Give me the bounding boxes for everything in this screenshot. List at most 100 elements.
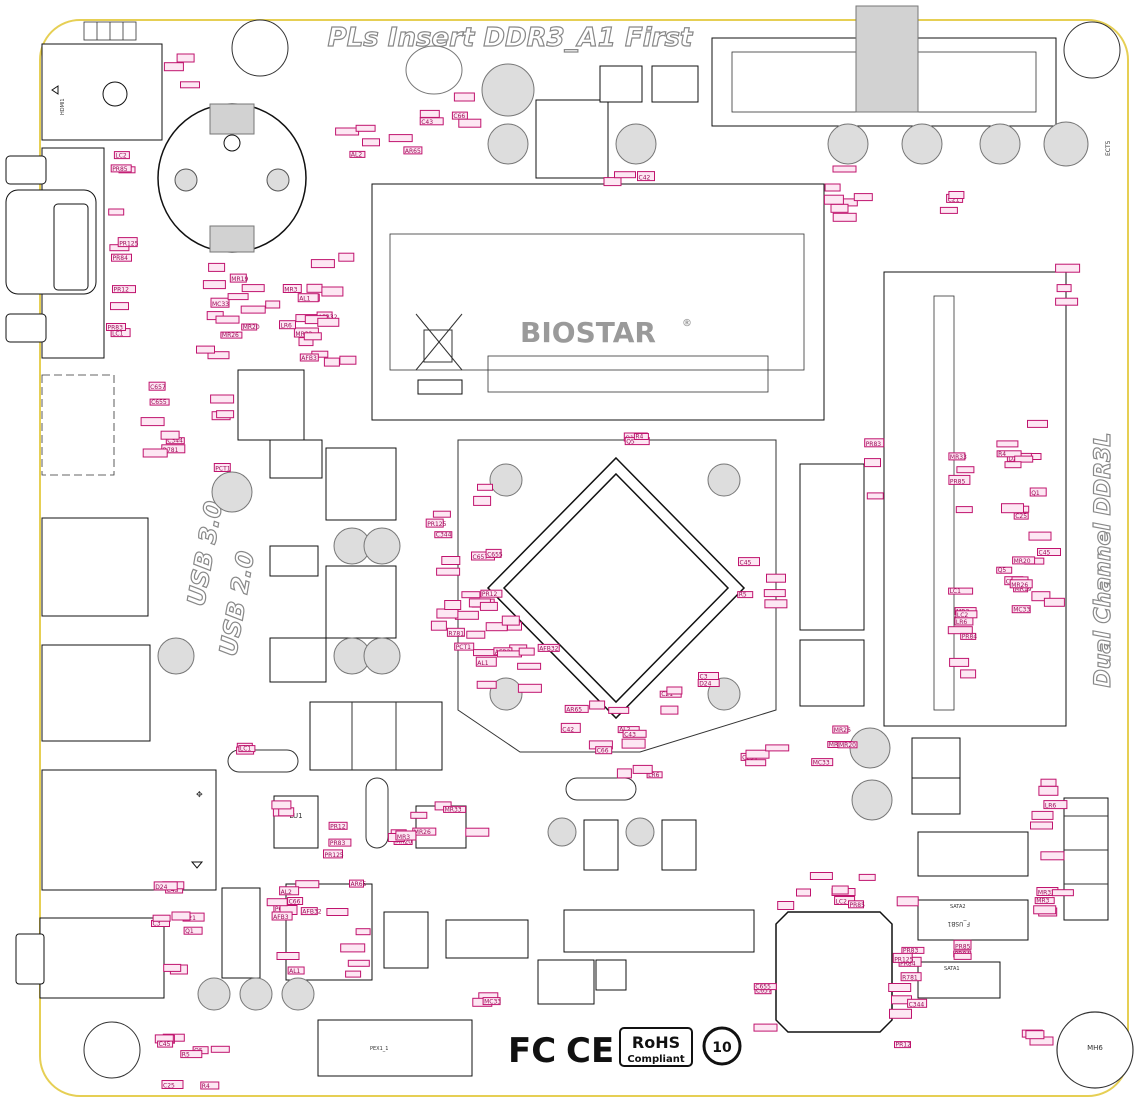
- smd-pad: [479, 601, 498, 611]
- smd-pad: [465, 827, 490, 837]
- component-ref-label: C657: [756, 988, 772, 995]
- component-ref-label: LR6: [648, 772, 660, 779]
- smd-pad: [160, 430, 180, 440]
- component-ref-label: MR33: [1038, 890, 1055, 897]
- smd-pad: [287, 966, 305, 975]
- smd-pad: [1001, 503, 1024, 514]
- smd-pad: [210, 394, 235, 404]
- component-ref-label: C45: [159, 1041, 171, 1048]
- smd-pad: [1011, 605, 1031, 614]
- component-ref-label: PR83: [903, 947, 919, 954]
- smd-pad: [738, 557, 760, 567]
- smd-pad: [960, 632, 977, 640]
- component-ref-label: PR85: [112, 166, 128, 173]
- component-ref-label: C42: [562, 726, 574, 733]
- component-ref-label: LC1: [950, 588, 962, 595]
- smd-pad: [1040, 778, 1057, 787]
- smd-pad: [388, 134, 413, 143]
- smd-pad: [480, 589, 503, 598]
- component-ref-label: AL2: [351, 151, 362, 158]
- smd-pad: [297, 293, 319, 303]
- component-ref-label: PR12: [330, 823, 346, 830]
- smd-pad: [241, 323, 258, 331]
- component-ref-label: Q5: [998, 567, 1007, 574]
- smd-pad: [207, 351, 230, 360]
- mounting-hole-top-left: [231, 19, 289, 77]
- smd-pad: [796, 888, 811, 897]
- component-ref-label: C344: [167, 438, 183, 445]
- smd-pad: [955, 506, 973, 514]
- smd-pad: [960, 669, 977, 679]
- smd-pad: [117, 237, 138, 248]
- smd-pad: [753, 1023, 778, 1032]
- smd-pad: [753, 983, 777, 991]
- component-ref-label: PR125: [894, 956, 913, 963]
- component-ref-label: MR20: [1014, 558, 1031, 565]
- smd-pad: [106, 323, 126, 331]
- smd-pad: [454, 610, 479, 620]
- smd-pad: [831, 885, 849, 895]
- certification-logos: FC CE RoHS Compliant 10: [508, 1026, 742, 1071]
- cpu-socket: [457, 439, 777, 753]
- smd-pad: [444, 600, 462, 610]
- smd-pad: [303, 332, 322, 341]
- smd-pad: [349, 879, 364, 888]
- smd-pad: [1033, 905, 1057, 915]
- power-mosfets: [309, 701, 755, 953]
- smd-pad: [335, 127, 360, 136]
- dc-jack: ✥: [41, 769, 217, 891]
- smd-pad: [213, 463, 231, 472]
- smd-pad: [1031, 810, 1054, 820]
- so-dimm-slot-right: [883, 271, 1067, 727]
- usb3-port-stack: [41, 374, 115, 476]
- component-ref-label: R781: [902, 975, 918, 982]
- smd-pad: [1014, 455, 1034, 463]
- component-ref-label: AL1: [289, 968, 300, 975]
- smd-pad: [200, 1081, 220, 1090]
- svg-text:LU1: LU1: [289, 812, 302, 820]
- usb2-port-stack: [41, 644, 151, 742]
- smd-pad: [953, 939, 972, 950]
- smd-pad: [300, 907, 318, 916]
- component-ref-label: C45: [1039, 550, 1051, 557]
- svg-text:HDMI1: HDMI1: [60, 98, 66, 115]
- smd-pad: [349, 150, 366, 158]
- smd-pad: [163, 62, 184, 72]
- smd-pad: [953, 952, 972, 960]
- smd-pad: [622, 729, 647, 738]
- smd-pad: [345, 970, 362, 978]
- smd-pad: [276, 952, 300, 960]
- so-dimm-slot-top: BIOSTAR ®: [371, 183, 825, 421]
- component-ref-label: PR125: [427, 521, 446, 528]
- smd-pad: [497, 650, 522, 658]
- smd-pad: [892, 952, 913, 963]
- component-ref-label: PR84: [962, 633, 978, 640]
- cmos-battery: [157, 103, 307, 253]
- smd-pad: [501, 615, 520, 626]
- component-ref-label: C25: [163, 1083, 175, 1090]
- power-connector-top: [711, 5, 1057, 127]
- component-ref-label: AL1: [477, 660, 488, 667]
- component-ref-label: PR125: [119, 241, 138, 248]
- smd-pad: [745, 759, 767, 767]
- svg-text:PEX1_1: PEX1_1: [370, 1046, 388, 1052]
- smd-pad: [939, 206, 958, 214]
- smd-pad: [996, 566, 1013, 574]
- smd-pad: [1056, 284, 1072, 293]
- rohs-badge: [619, 1027, 693, 1067]
- smd-pad: [410, 811, 428, 819]
- smd-pad: [180, 81, 200, 89]
- smd-pad: [955, 610, 978, 619]
- component-ref-label: C21: [948, 196, 960, 203]
- rohs-top-text: RoHS: [632, 1033, 680, 1052]
- smd-pad: [362, 138, 380, 147]
- component-ref-label: C21: [661, 691, 673, 698]
- component-ref-label: MC33: [813, 760, 830, 767]
- smd-pad: [310, 259, 335, 269]
- smd-pad: [1009, 579, 1033, 589]
- smd-pad: [616, 768, 632, 779]
- smd-pad: [637, 171, 655, 182]
- smd-pad: [560, 722, 581, 733]
- component-ref-label: AFB32: [318, 314, 337, 321]
